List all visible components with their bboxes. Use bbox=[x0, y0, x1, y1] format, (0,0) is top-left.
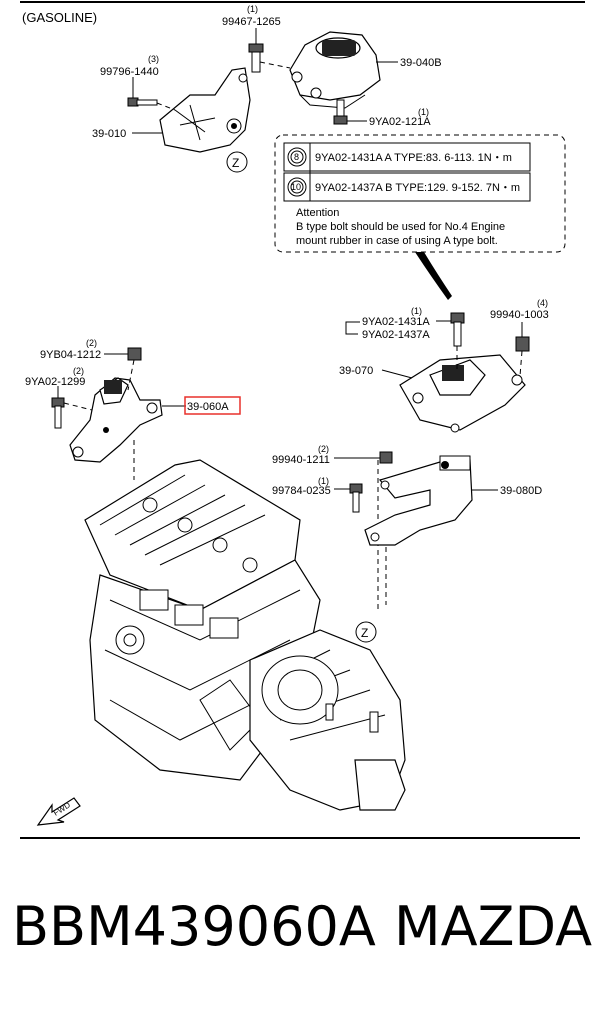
torque-circle-1: 8 bbox=[294, 152, 299, 162]
variant-label: (GASOLINE) bbox=[22, 10, 97, 25]
label-9yb04-1212: 9YB04-1212 bbox=[40, 349, 101, 361]
z-marker-top: Z bbox=[232, 156, 239, 170]
torque-row-b: 9YA02-1437A B TYPE:129. 9-152. 7N・m bbox=[315, 182, 520, 194]
label-39-010: 39-010 bbox=[92, 128, 126, 140]
qty-9ya02-1431: (1) bbox=[411, 306, 422, 316]
attention-line-2: mount rubber in case of using A type bol… bbox=[296, 235, 498, 247]
mount-39-070-drawing bbox=[399, 354, 526, 433]
bolt-9ya02-121-drawing bbox=[333, 99, 348, 125]
brand-name: MAZDA bbox=[394, 895, 593, 958]
callout-arrow bbox=[415, 252, 452, 300]
bolt-99796-drawing bbox=[127, 97, 158, 107]
nut-99940-1211-drawing bbox=[379, 451, 393, 464]
bolt-9ya02-1299-drawing bbox=[51, 397, 65, 429]
fwd-arrow-icon: FWD bbox=[36, 797, 81, 826]
mount-39-040B-drawing bbox=[289, 31, 381, 109]
label-9ya02-1299: 9YA02-1299 bbox=[25, 376, 85, 388]
label-99796-1440: 99796-1440 bbox=[100, 66, 159, 78]
label-99940-1211: 99940-1211 bbox=[272, 454, 330, 466]
qty-99467: (1) bbox=[247, 4, 258, 14]
engine-block-drawing bbox=[84, 459, 406, 811]
attention-heading: Attention bbox=[296, 207, 339, 219]
part-number: BBM439060A bbox=[12, 895, 376, 958]
bolt-99784-drawing bbox=[349, 483, 363, 513]
label-39-070: 39-070 bbox=[339, 365, 373, 377]
label-39-040B: 39-040B bbox=[400, 57, 442, 69]
z-marker-bottom: Z bbox=[361, 626, 368, 640]
bolt-99467-drawing bbox=[248, 43, 264, 73]
part-footer: BBM439060A MAZDA bbox=[0, 895, 600, 975]
torque-note-box: 8 10 9YA02-1431A A TYPE:83. 6-113. 1N・m … bbox=[274, 134, 566, 253]
bracket-39-080D-drawing bbox=[364, 455, 473, 546]
qty-9ya02-121: (1) bbox=[418, 107, 429, 117]
qty-99940-1003: (4) bbox=[537, 298, 548, 308]
qty-99796: (3) bbox=[148, 54, 159, 64]
highlight-box bbox=[184, 396, 241, 415]
label-39-060A: 39-060A bbox=[187, 401, 229, 413]
label-9ya02-1437A: 9YA02-1437A bbox=[362, 329, 430, 341]
label-99940-1003: 99940-1003 bbox=[490, 309, 549, 321]
label-39-080D: 39-080D bbox=[500, 485, 542, 497]
label-99784-0235: 99784-0235 bbox=[272, 485, 331, 497]
nut-9yb04-drawing bbox=[127, 347, 142, 361]
nut-99940-1003-drawing bbox=[515, 336, 530, 352]
qty-99784: (1) bbox=[318, 476, 329, 486]
label-9ya02-1431A: 9YA02-1431A bbox=[362, 316, 430, 328]
torque-row-a: 9YA02-1431A A TYPE:83. 6-113. 1N・m bbox=[315, 152, 512, 164]
attention-line-1: B type bolt should be used for No.4 Engi… bbox=[296, 221, 505, 233]
label-99467-1265: 99467-1265 bbox=[222, 16, 281, 28]
bracket-39-010-drawing bbox=[159, 67, 251, 153]
mount-39-060A-drawing bbox=[69, 377, 163, 463]
torque-circle-2: 10 bbox=[291, 182, 301, 192]
engine-mount-diagram: (GASOLINE) (1) 99467-1265 39-040B (1) 9Y… bbox=[20, 1, 585, 839]
qty-9ya02-1299: (2) bbox=[73, 366, 84, 376]
qty-99940-1211: (2) bbox=[318, 444, 329, 454]
bolt-9ya02-1431-drawing bbox=[450, 312, 465, 347]
qty-9yb04: (2) bbox=[86, 338, 97, 348]
label-9ya02-121A: 9YA02-121A bbox=[369, 116, 431, 128]
